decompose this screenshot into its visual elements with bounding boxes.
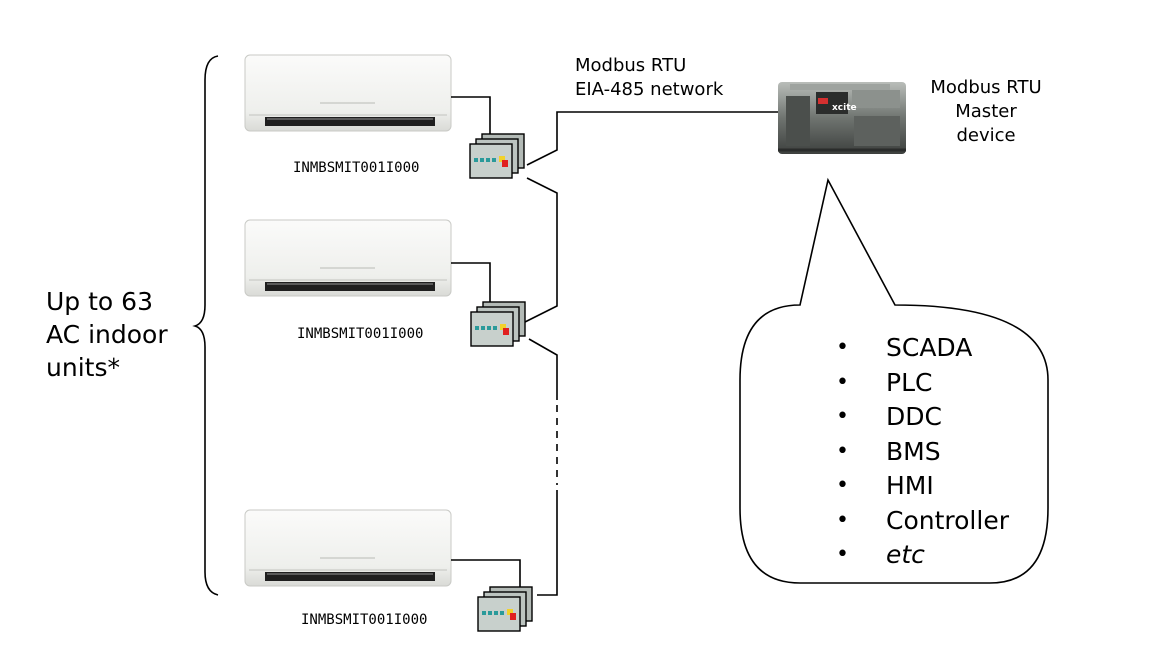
gateway-label-3: INMBSMIT001I000	[301, 612, 428, 628]
master-type-item: DDC	[836, 400, 1009, 435]
group-label-line-2: AC indoor	[46, 320, 168, 349]
gateway-device-3	[477, 586, 533, 632]
gateway-device-2	[470, 301, 526, 347]
rs485-bus-segment-top	[526, 111, 780, 166]
master-label-line-3: device	[956, 125, 1016, 146]
gateway-label-1: INMBSMIT001I000	[293, 160, 420, 176]
ac-indoor-unit-3	[244, 509, 452, 587]
master-type-item: etc	[836, 538, 1009, 573]
master-type-item: HMI	[836, 469, 1009, 504]
rs485-bus-segment-3	[528, 338, 558, 400]
master-type-item: Controller	[836, 504, 1009, 539]
master-device-image	[778, 82, 906, 154]
master-device-label: Modbus RTU Master device	[918, 76, 1054, 148]
master-label-line-1: Modbus RTU	[930, 77, 1042, 98]
group-brace	[192, 55, 219, 596]
master-type-item: SCADA	[836, 331, 1009, 366]
master-types-list: SCADA PLC DDC BMS HMI Controller etc	[836, 331, 1009, 573]
gateway-label-2: INMBSMIT001I000	[297, 326, 424, 342]
network-label-line-2: EIA-485 network	[575, 79, 724, 100]
rs485-bus-segment-2	[524, 177, 558, 323]
network-label: Modbus RTU EIA-485 network	[575, 54, 723, 102]
group-label: Up to 63 AC indoor units*	[46, 285, 168, 384]
master-device-brand: xcite	[832, 103, 857, 113]
master-type-item: BMS	[836, 435, 1009, 470]
ac-gateway-cable-2	[451, 262, 491, 305]
network-label-line-1: Modbus RTU	[575, 55, 687, 76]
gateway-device-1	[469, 133, 525, 179]
group-label-line-1: Up to 63	[46, 287, 153, 316]
master-label-line-2: Master	[955, 101, 1017, 122]
rs485-bus-segment-last	[537, 490, 558, 596]
ac-gateway-cable-1	[451, 96, 491, 138]
ac-gateway-cable-3	[451, 559, 521, 593]
ac-indoor-unit-2	[244, 219, 452, 297]
master-type-item: PLC	[836, 366, 1009, 401]
ac-indoor-unit-1	[244, 54, 452, 132]
group-label-line-3: units*	[46, 353, 120, 382]
